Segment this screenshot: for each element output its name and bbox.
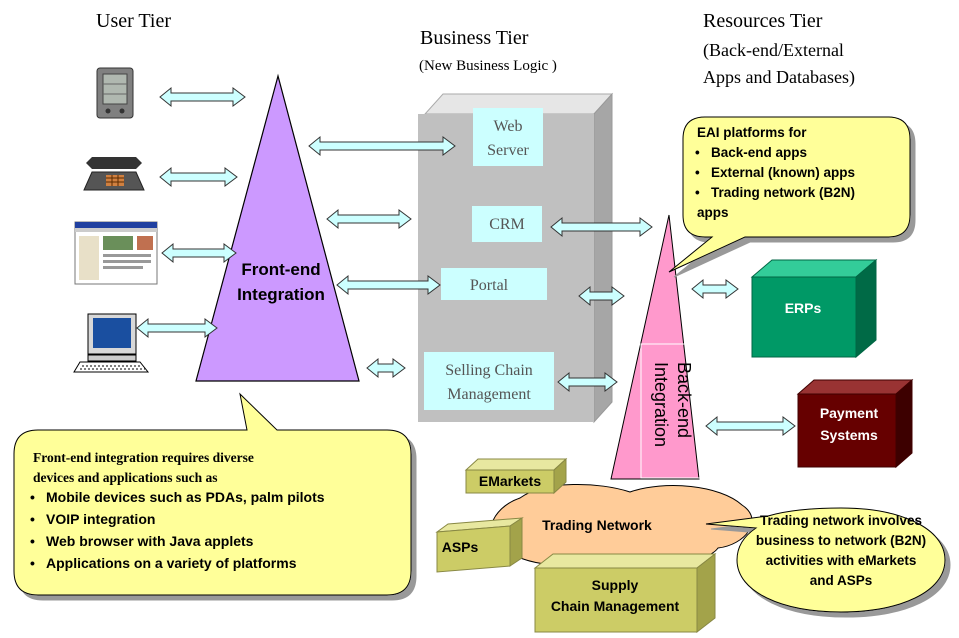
trading-network-label: Trading Network xyxy=(542,517,652,533)
frontend-bullet-1: • xyxy=(30,489,35,505)
web-browser-icon xyxy=(74,221,158,285)
payment-label-1: Payment xyxy=(820,405,879,421)
user-tier-title: User Tier xyxy=(96,10,171,32)
supply-chain-block: Supply Chain Management xyxy=(533,552,717,634)
frontend-label-1: Front-end xyxy=(241,260,320,279)
resources-tier-title: Resources Tier xyxy=(703,10,823,32)
arrow-backend-erps xyxy=(691,278,739,300)
supply-chain-label-1: Supply xyxy=(592,577,639,593)
web-server-box: Web Server xyxy=(473,108,543,166)
eai-item-2: External (known) apps xyxy=(711,165,855,180)
frontend-bullet-4: • xyxy=(30,555,35,571)
eai-item-1: Back-end apps xyxy=(711,145,807,160)
arrow-portal-backend xyxy=(578,285,625,307)
eai-callout: EAI platforms for • Back-end apps • Exte… xyxy=(668,116,911,273)
frontend-callout-line-1: Front-end integration requires diverse xyxy=(33,450,254,465)
eai-bullet-1: • xyxy=(695,145,700,160)
frontend-callout: Front-end integration requires diverse d… xyxy=(13,392,412,596)
trading-callout-line-2: business to network (B2N) xyxy=(756,533,926,548)
eai-callout-title: EAI platforms for xyxy=(697,125,807,140)
arrow-crm-backend xyxy=(550,216,653,238)
frontend-integration-triangle: Front-end Integration xyxy=(195,73,360,382)
frontend-item-3: Web browser with Java applets xyxy=(46,533,254,549)
arrow-browser-frontend xyxy=(161,242,237,264)
frontend-bullet-2: • xyxy=(30,511,35,527)
desktop-computer-icon xyxy=(73,313,150,373)
selling-chain-box: Selling Chain Management xyxy=(424,352,554,410)
backend-label-1: Back-end xyxy=(674,362,694,438)
resources-tier-subtitle-2: Apps and Databases) xyxy=(703,67,855,88)
arrow-backend-payment xyxy=(705,415,796,437)
backend-integration-triangle: Back-end Integration xyxy=(610,214,701,480)
crm-label: CRM xyxy=(489,216,525,233)
arrow-pda-frontend xyxy=(159,86,246,108)
trading-callout-line-1: Trading network involves xyxy=(760,513,922,528)
arrow-scm-backend xyxy=(557,371,618,393)
erps-block: ERPs xyxy=(750,258,878,359)
eai-bullet-3: • xyxy=(695,185,700,200)
pda-icon xyxy=(96,67,134,119)
supply-chain-label-2: Chain Management xyxy=(551,598,680,614)
frontend-item-2: VOIP integration xyxy=(46,511,155,527)
trading-callout-line-3: activities with eMarkets xyxy=(766,553,917,568)
asps-label: ASPs xyxy=(442,539,479,555)
backend-label-2: Integration xyxy=(651,362,671,447)
selling-chain-label-2: Management xyxy=(447,386,531,403)
portal-box: Portal xyxy=(441,268,547,300)
telephone-icon xyxy=(83,157,145,191)
portal-label: Portal xyxy=(470,277,509,294)
arrow-frontend-webserver xyxy=(308,135,456,157)
payment-label-2: Systems xyxy=(820,427,878,443)
frontend-bullet-3: • xyxy=(30,533,35,549)
business-tier-title: Business Tier xyxy=(420,27,529,49)
erps-label: ERPs xyxy=(785,300,822,316)
arrow-frontend-portal xyxy=(336,274,441,296)
eai-item-tail: apps xyxy=(697,205,729,220)
frontend-callout-line-2: devices and applications such as xyxy=(33,470,218,485)
resources-tier-subtitle-1: (Back-end/External xyxy=(703,40,844,61)
selling-chain-label-1: Selling Chain xyxy=(445,362,533,379)
arrow-computer-frontend xyxy=(136,317,218,339)
crm-box: CRM xyxy=(472,206,542,242)
business-tier-subtitle: (New Business Logic ) xyxy=(419,58,557,74)
web-server-label-1: Web xyxy=(494,118,523,135)
trading-network-cloud: Trading Network xyxy=(490,483,753,566)
payment-systems-block: Payment Systems xyxy=(796,378,914,469)
frontend-item-1: Mobile devices such as PDAs, palm pilots xyxy=(46,489,325,505)
arrow-phone-frontend xyxy=(159,166,238,188)
eai-item-3: Trading network (B2N) xyxy=(711,185,855,200)
frontend-label-2: Integration xyxy=(237,285,325,304)
emarkets-label: EMarkets xyxy=(479,473,541,489)
frontend-item-4: Applications on a variety of platforms xyxy=(46,555,297,571)
emarkets-block: EMarkets xyxy=(464,457,568,495)
arrow-frontend-scm xyxy=(366,357,406,379)
trading-network-callout: Trading network involves business to net… xyxy=(705,507,946,613)
asps-block: ASPs xyxy=(435,517,524,573)
trading-callout-line-4: and ASPs xyxy=(810,573,873,588)
web-server-label-2: Server xyxy=(487,142,529,159)
eai-bullet-2: • xyxy=(695,165,700,180)
arrow-frontend-crm xyxy=(326,208,412,230)
